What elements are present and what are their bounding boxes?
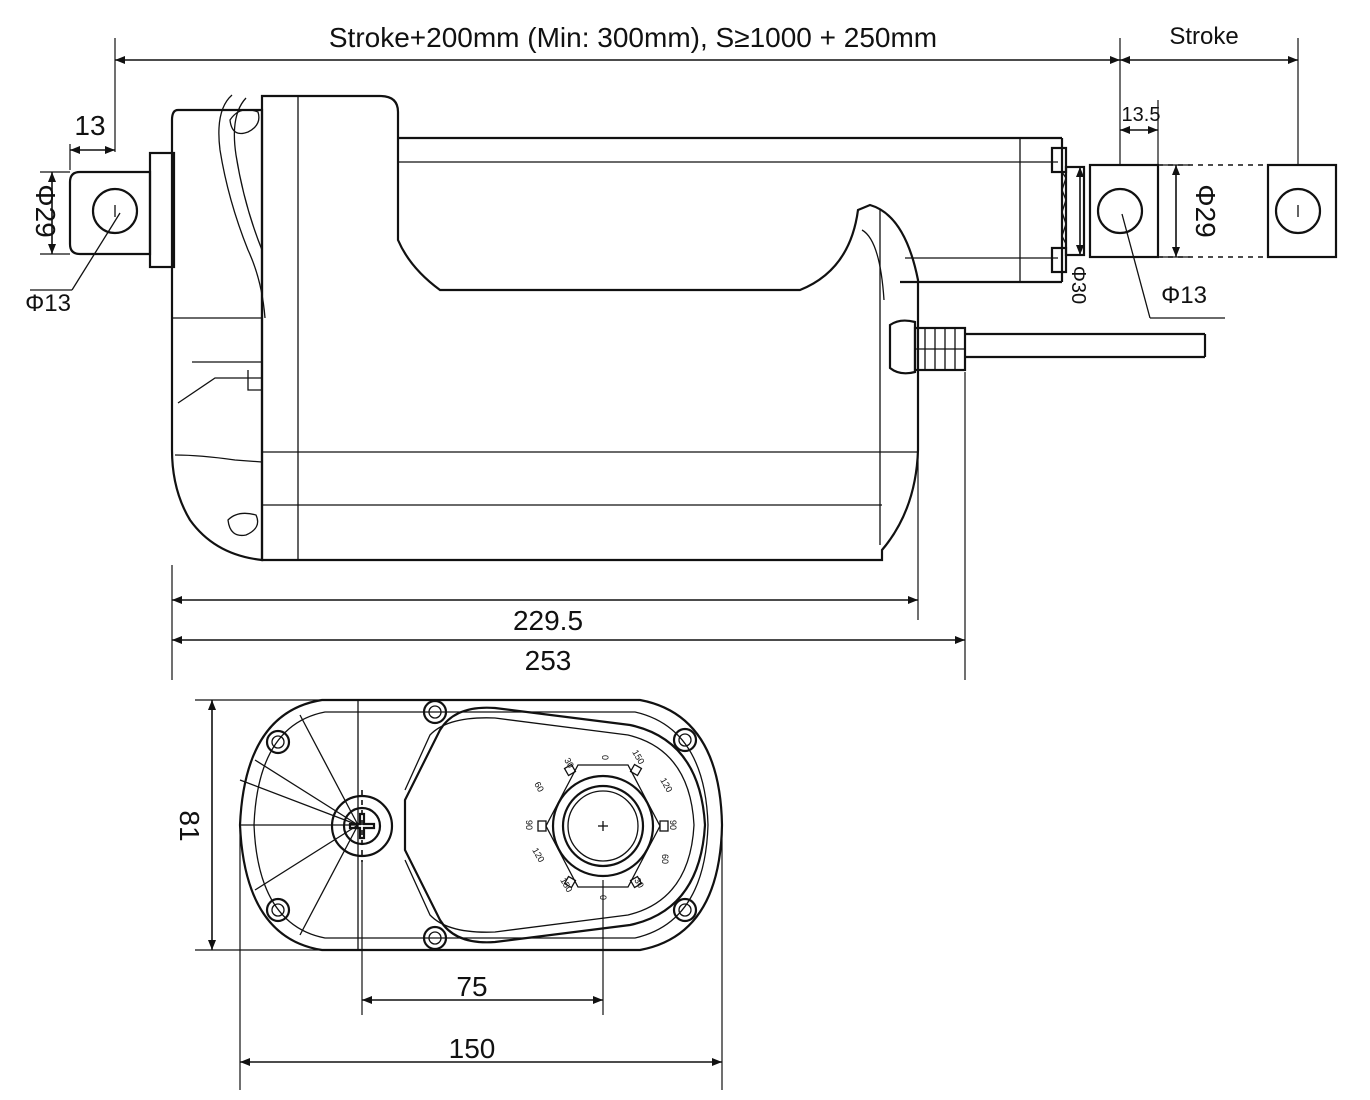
rod-dia-label: Φ30 bbox=[1067, 266, 1089, 304]
rear-hole-dia-label: Φ13 bbox=[25, 290, 71, 317]
angle-label: 60 bbox=[660, 854, 670, 864]
end-view: 0 30 60 90 120 150 150 120 90 60 30 0 81… bbox=[174, 698, 724, 1090]
angle-label: 120 bbox=[658, 776, 674, 794]
front-hole-dia-label: Φ13 bbox=[1161, 282, 1207, 309]
width-label: 150 bbox=[449, 1033, 496, 1064]
front-offset-label: 13.5 bbox=[1122, 104, 1161, 126]
angle-label: 60 bbox=[532, 780, 546, 794]
body-length-label: 229.5 bbox=[513, 605, 583, 636]
angle-label: 0 bbox=[600, 755, 610, 760]
mount-spacing-label: 75 bbox=[456, 971, 487, 1002]
front-rod-end bbox=[1088, 163, 1338, 259]
angle-label: 90 bbox=[668, 820, 678, 830]
outer-tube bbox=[398, 136, 1068, 284]
rear-offset-label: 13 bbox=[74, 110, 105, 141]
angle-label: 150 bbox=[630, 748, 646, 766]
rear-clevis bbox=[68, 151, 176, 269]
angle-label: 90 bbox=[524, 820, 534, 830]
front-clevis-dia-label: Φ29 bbox=[1190, 184, 1221, 237]
angle-label: 30 bbox=[562, 756, 576, 770]
angle-label: 30 bbox=[632, 876, 646, 890]
angle-label: 120 bbox=[530, 846, 546, 864]
power-cable bbox=[888, 319, 1207, 375]
rear-clevis-dia-label: Φ29 bbox=[30, 184, 61, 237]
total-length-label: 253 bbox=[525, 645, 572, 676]
side-view: Stroke+200mm (Min: 300mm), S≥1000 + 250m… bbox=[25, 22, 1338, 680]
height-label: 81 bbox=[174, 810, 205, 841]
overall-length-label: Stroke+200mm (Min: 300mm), S≥1000 + 250m… bbox=[329, 22, 937, 53]
stroke-label: Stroke bbox=[1169, 23, 1238, 50]
